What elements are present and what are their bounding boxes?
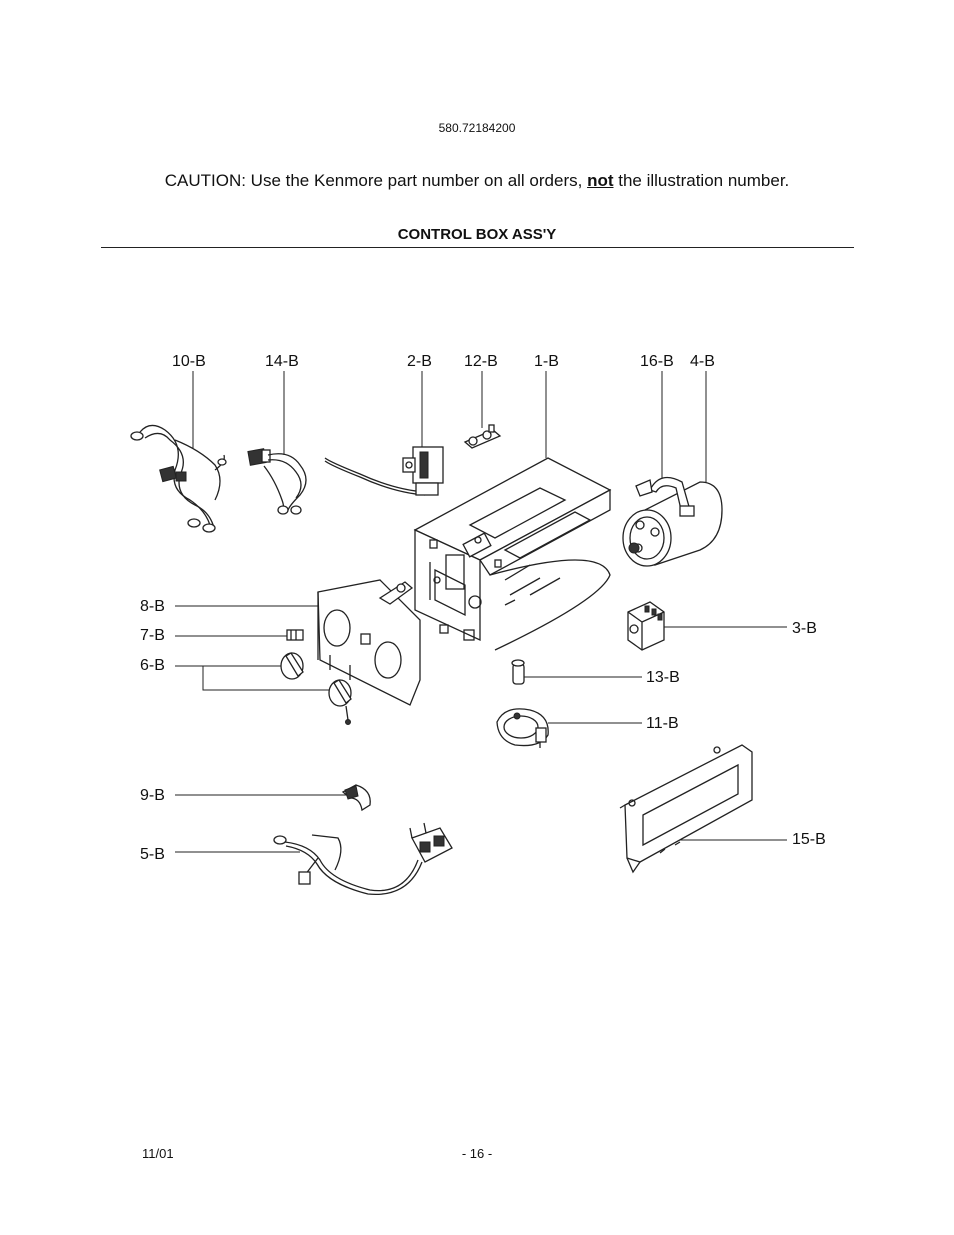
wire-harness-14b <box>247 448 307 515</box>
callout-1b: 1-B <box>534 353 559 370</box>
section-title: CONTROL BOX ASS'Y <box>397 226 557 243</box>
callout-14b: 14-B <box>265 353 299 370</box>
page-number: - 16 - <box>461 1146 493 1161</box>
model-number: 580.72184200 <box>438 121 516 135</box>
callout-2b: 2-B <box>407 353 432 370</box>
caution-emphasis: not <box>587 171 614 190</box>
timer-motor-11b <box>496 708 549 748</box>
callout-7b: 7-B <box>140 627 165 644</box>
fuse-13b <box>511 659 525 685</box>
thermostat-2b <box>324 446 444 496</box>
footer-date: 11/01 <box>142 1146 174 1161</box>
callout-13b: 13-B <box>646 669 680 686</box>
callout-4b: 4-B <box>690 353 715 370</box>
callout-16b: 16-B <box>640 353 674 370</box>
panel-bracket-15b <box>619 744 753 874</box>
control-box-housing-1b <box>413 457 612 651</box>
control-panel-8b <box>317 579 421 706</box>
knob-6b-upper <box>280 652 304 680</box>
callout-15b: 15-B <box>792 831 826 848</box>
callout-6b: 6-B <box>140 657 165 674</box>
power-cord-5b <box>273 822 453 896</box>
callout-5b: 5-B <box>140 846 165 863</box>
indicator-lamp-7b <box>286 629 304 641</box>
wire-harness-10b <box>130 424 227 533</box>
callout-11b: 11-B <box>646 715 679 732</box>
caution-suffix: the illustration number. <box>613 171 790 190</box>
bracket-12b <box>463 424 502 449</box>
title-rule <box>101 247 854 248</box>
switch-3b <box>627 601 665 651</box>
leader-lines <box>175 371 787 853</box>
caution-prefix: CAUTION: Use the Kenmore part number on … <box>164 171 588 190</box>
callout-3b: 3-B <box>792 620 817 637</box>
capacitor-4b <box>622 476 723 567</box>
callout-8b: 8-B <box>140 598 165 615</box>
clamp-9b <box>341 784 371 812</box>
callout-12b: 12-B <box>464 353 498 370</box>
callout-10b: 10-B <box>172 353 206 370</box>
caution-text: CAUTION: Use the Kenmore part number on … <box>0 171 954 191</box>
knob-6b-lower <box>328 679 352 725</box>
callout-9b: 9-B <box>140 787 165 804</box>
